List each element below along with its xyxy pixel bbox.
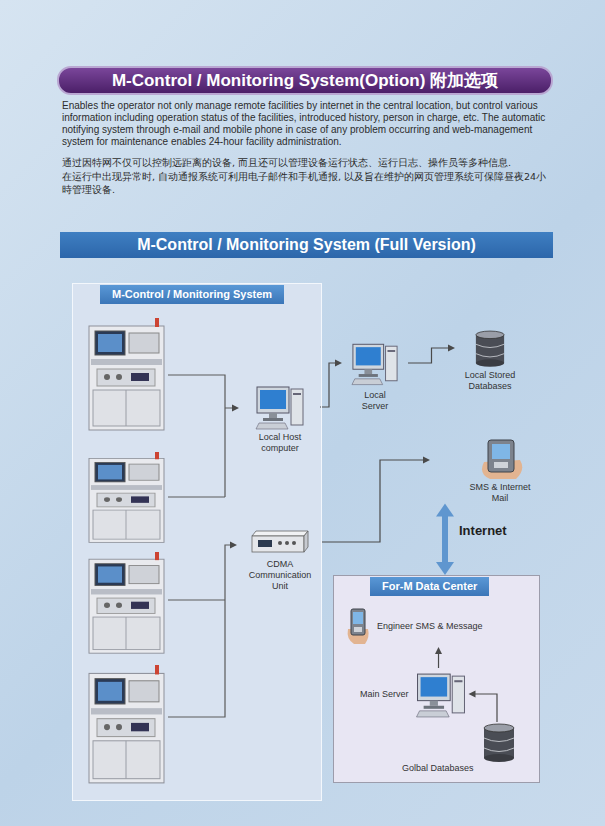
connector <box>436 504 454 575</box>
icon-shape <box>476 331 504 367</box>
connector-line <box>475 694 497 722</box>
connector-line <box>322 460 424 542</box>
device-node: Golbal Databases <box>398 722 522 774</box>
device-label: Local Server <box>353 390 397 412</box>
paragraph-text: 通过因特网不仅可以控制远距离的设备, 而且还可以管理设备运行状态、运行日志、操作… <box>62 156 554 169</box>
device-column: SMS & Internet Mail <box>467 438 533 504</box>
device-label: Local Stored Databases <box>459 370 521 392</box>
label-box: Enables the operator not only manage rem… <box>62 100 554 148</box>
wire-arrowheads <box>230 405 239 549</box>
device-label: Engineer SMS & Message <box>377 621 483 632</box>
icon <box>345 607 371 645</box>
icon <box>415 670 467 718</box>
connector <box>320 360 342 408</box>
device-label: Local Host computer <box>249 432 311 454</box>
test-machines <box>89 318 164 783</box>
title-band: M-Control / Monitoring System (Full Vers… <box>60 232 553 258</box>
arrowhead <box>436 562 454 575</box>
device-label: CDMA Communication Unit <box>245 559 315 591</box>
label-box: 通过因特网不仅可以控制远距离的设备, 而且还可以管理设备运行状态、运行日志、操作… <box>62 156 554 169</box>
device-column: Local Host computer <box>240 383 320 454</box>
connector <box>469 691 497 723</box>
title-text: M-Control / Monitoring System(Option) 附加… <box>59 68 551 93</box>
device-label: Main Server <box>360 689 409 700</box>
device-column: Local Server <box>342 338 408 412</box>
connector-line <box>408 348 449 363</box>
arrowhead <box>448 345 455 352</box>
panel-heading: For-M Data Center <box>370 577 489 596</box>
arrowhead <box>436 504 454 517</box>
icon-shape <box>416 674 464 717</box>
device-column: Local Stored Databases <box>455 328 525 392</box>
device-label: Golbal Databases <box>402 763 474 774</box>
icon <box>474 328 506 368</box>
connector <box>435 647 442 668</box>
icon <box>470 438 530 480</box>
icon <box>351 338 399 388</box>
icon <box>255 383 305 430</box>
device-node: Main Server <box>352 668 469 720</box>
group-panel: For-M Data CenterEngineer SMS & MessageM… <box>333 575 540 783</box>
icon-shape <box>352 344 397 384</box>
edge-label-box: Internet <box>459 523 507 538</box>
device-node: Local Host computer <box>240 383 320 454</box>
arrowhead <box>435 647 442 654</box>
paragraph-text: Enables the operator not only manage rem… <box>62 100 554 148</box>
edge-label: Internet <box>459 523 507 538</box>
icon <box>250 525 310 557</box>
device-node: SMS & Internet Mail <box>430 438 540 504</box>
connector-line <box>442 516 448 563</box>
device-label: SMS & Internet Mail <box>467 482 533 504</box>
arrowhead <box>469 691 476 698</box>
icon-shape <box>348 609 369 644</box>
connector-line <box>438 653 439 668</box>
device-node: CDMA Communication Unit <box>238 525 322 591</box>
connector-line <box>320 363 336 407</box>
arrowhead <box>423 457 430 464</box>
icon-shape <box>482 440 522 479</box>
icon-shape <box>256 387 303 429</box>
label-box: 在运行中出现异常时, 自动通报系统可利用电子邮件和手机通报, 以及旨在维护的网页… <box>62 170 554 196</box>
panel-ground <box>72 283 322 801</box>
connector <box>408 345 455 364</box>
device-node: Local Server <box>342 338 408 412</box>
device-node: Local Stored Databases <box>455 328 525 392</box>
panel-heading: M-Control / Monitoring System <box>100 285 284 304</box>
device-node: Engineer SMS & Message <box>343 605 491 647</box>
connector <box>322 457 430 543</box>
device-column: CDMA Communication Unit <box>238 525 322 591</box>
arrowhead <box>335 360 342 367</box>
icon <box>482 722 516 762</box>
band-text: M-Control / Monitoring System (Full Vers… <box>60 232 553 258</box>
icon-shape <box>484 724 514 762</box>
machine-wires <box>168 375 233 717</box>
icon-shape <box>252 531 308 552</box>
panel-ground <box>333 575 540 783</box>
group-panel: M-Control / Monitoring SystemLocal Host … <box>72 283 322 801</box>
title-banner: M-Control / Monitoring System(Option) 附加… <box>57 66 553 95</box>
paragraph-text: 在运行中出现异常时, 自动通报系统可利用电子邮件和手机通报, 以及旨在维护的网页… <box>62 170 554 196</box>
